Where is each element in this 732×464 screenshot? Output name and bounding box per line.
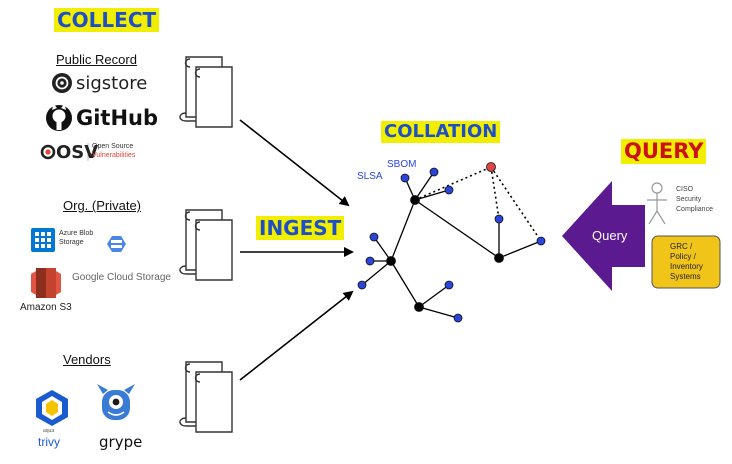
- document-stack-icon: [179, 361, 233, 433]
- query-arrow-label: Query: [592, 228, 628, 243]
- persona-icon: [647, 182, 667, 225]
- trivy-logo-icon: [36, 390, 68, 426]
- query-heading: QUERY: [621, 139, 707, 164]
- leaf-node: [536, 236, 546, 246]
- google-cloud-storage-icon: [107, 236, 126, 252]
- azure-blob-label-2: Storage: [59, 239, 84, 246]
- leaf-node: [444, 280, 454, 290]
- policy-systems-box: [651, 235, 721, 289]
- osv-logo-icon: [40, 144, 56, 160]
- leaf-node: [369, 232, 379, 242]
- systems-line-2: Policy /: [670, 252, 696, 261]
- sbom-label: SBOM: [387, 159, 417, 170]
- sigstore-label: sigstore: [76, 73, 148, 94]
- ingest-arrow-bottom: [239, 290, 354, 381]
- grype-mascot-icon: [97, 384, 135, 420]
- persona-security: Security: [676, 196, 702, 203]
- trivy-label: trivy: [38, 435, 60, 449]
- alert-node: [486, 162, 496, 172]
- systems-line-1: GRC /: [670, 242, 693, 251]
- ingest-arrow-top: [239, 119, 350, 207]
- sigstore-logo-icon: [52, 73, 72, 93]
- github-label: GitHub: [76, 106, 159, 130]
- systems-line-3: Inventory: [670, 262, 703, 271]
- osv-tagline-2: Vulnerabilities: [92, 152, 136, 159]
- org-private-title: Org. (Private): [63, 198, 142, 213]
- leaf-node: [429, 167, 439, 177]
- collation-heading: COLLATION: [381, 121, 501, 143]
- trivy-org-label: aqua: [43, 428, 55, 434]
- azure-blob-icon: [31, 228, 55, 252]
- systems-line-4: Systems: [670, 272, 701, 281]
- graph-dotted-links: [414, 166, 542, 242]
- vendors-title: Vendors: [63, 352, 111, 367]
- graph-edges: [361, 171, 542, 319]
- public-record-title: Public Record: [56, 52, 137, 67]
- leaf-node: [357, 280, 367, 290]
- amazon-s3-icon: [31, 268, 61, 298]
- osv-tagline-1: Open Source: [92, 143, 134, 150]
- hub-node: [410, 195, 420, 205]
- google-cloud-storage-label: Google Cloud Storage: [72, 272, 171, 283]
- hub-node: [494, 253, 504, 263]
- ingest-heading: INGEST: [256, 216, 345, 240]
- slsa-label: SLSA: [357, 171, 383, 182]
- hub-node: [414, 302, 424, 312]
- leaf-node: [494, 214, 504, 224]
- query-arrow: [562, 181, 645, 291]
- github-octocat-icon: [46, 104, 72, 131]
- amazon-s3-label: Amazon S3: [20, 302, 72, 313]
- persona-ciso: CISO: [676, 186, 694, 193]
- document-stack-icon: [179, 56, 233, 128]
- persona-compliance: Compliance: [676, 206, 713, 213]
- grype-label: grype: [99, 433, 143, 451]
- leaf-node: [444, 185, 454, 195]
- leaf-node: [400, 173, 410, 183]
- collect-heading: COLLECT: [54, 8, 160, 32]
- hub-node: [386, 256, 396, 266]
- osv-label: OSV: [56, 142, 99, 163]
- leaf-node: [453, 313, 463, 323]
- document-stack-icon: [179, 209, 233, 281]
- leaf-node: [365, 256, 375, 266]
- azure-blob-label-1: Azure Blob: [59, 230, 94, 237]
- graph-nodes: [357, 162, 546, 323]
